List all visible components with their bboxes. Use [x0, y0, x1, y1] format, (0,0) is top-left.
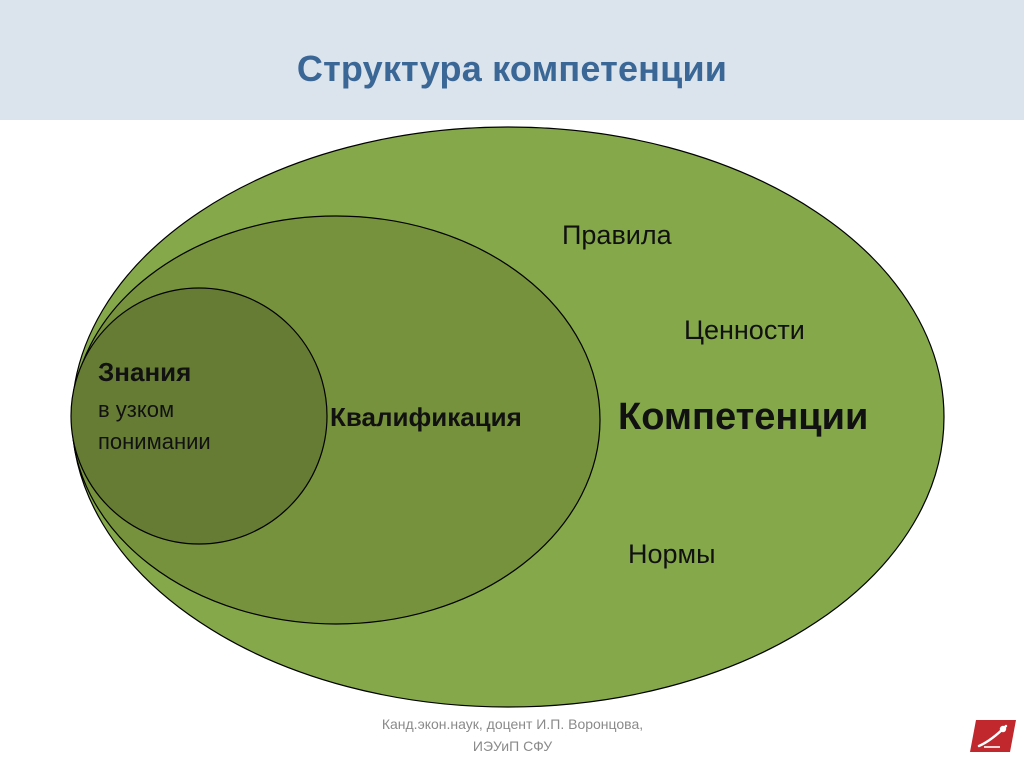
label-norms: Нормы: [628, 539, 716, 569]
label-qualification: Квалификация: [330, 402, 522, 432]
label-knowledge: Знания: [98, 357, 192, 387]
label-competencies: Компетенции: [618, 396, 869, 438]
label-knowledge-sub-1: в узком: [98, 397, 175, 422]
label-values: Ценности: [684, 315, 805, 345]
slide-title: Структура компетенции: [296, 48, 728, 89]
university-logo-icon: [970, 720, 1016, 752]
footer-line-1: Канд.экон.наук, доцент И.П. Воронцова,: [381, 716, 644, 732]
label-knowledge-sub-2: понимании: [98, 429, 211, 454]
footer-line-2: ИЭУиП СФУ: [472, 738, 553, 754]
label-rules: Правила: [562, 220, 672, 250]
title-band: [0, 0, 1024, 120]
footer-credit: Канд.экон.наук, доцент И.П. Воронцова, И…: [340, 713, 685, 757]
inner-ellipse-knowledge: [70, 287, 328, 545]
